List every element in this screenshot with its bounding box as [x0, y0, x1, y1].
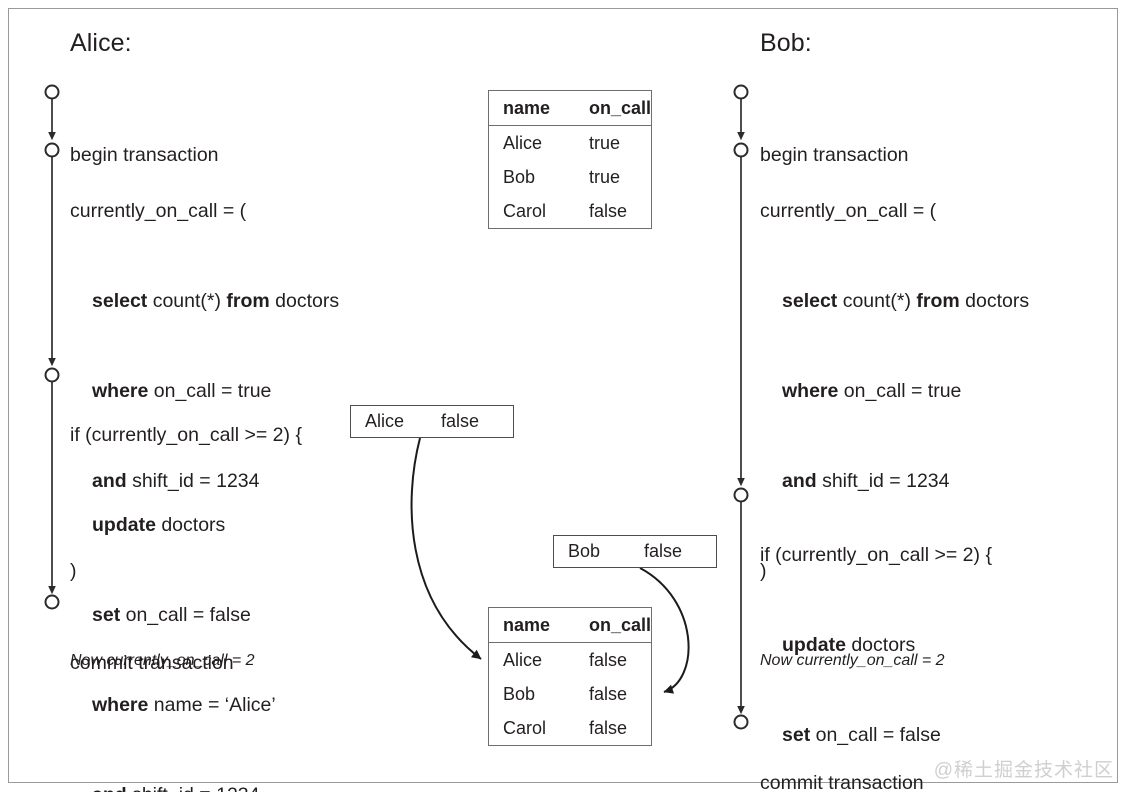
alice-begin-transaction: begin transaction [70, 144, 219, 166]
bob-write-value: false [644, 541, 683, 561]
cell-name: Carol [503, 717, 547, 738]
alice-update-l2: update doctors [92, 514, 226, 536]
bob-begin-transaction: begin transaction [760, 144, 909, 166]
alice-select-l2: select count(*) from doctors [92, 290, 340, 312]
bob-select-note: Now currently_on_call = 2 [760, 652, 945, 669]
cell-name: Bob [503, 166, 536, 187]
bob-update-l2: update doctors [782, 634, 916, 656]
alice-update-l3: set on_call = false [92, 604, 251, 626]
alice-update-l1: if (currently_on_call >= 2) { [70, 424, 302, 446]
bob-column-title: Bob: [760, 29, 812, 57]
bob-update-l3: set on_call = false [782, 724, 941, 746]
alice-select-l4: and shift_id = 1234 [92, 470, 260, 492]
table-row: Carol false [489, 711, 651, 745]
cell-name: Alice [503, 132, 543, 153]
cell-on-call: false [588, 200, 627, 221]
alice-write-row-box: Alice false [350, 405, 514, 438]
cell-on-call: false [588, 649, 627, 670]
bob-commit-transaction: commit transaction [760, 772, 924, 792]
bob-select-block: currently_on_call = ( select count(*) fr… [760, 136, 1029, 734]
table-row: Carol false [489, 194, 651, 228]
watermark: @稀土掘金技术社区 [933, 760, 1114, 781]
alice-update-l5: and shift_id = 1234 [70, 780, 302, 792]
cell-name: Alice [503, 649, 543, 670]
col-header-on-call: on_call [574, 608, 651, 643]
cell-on-call: false [588, 683, 627, 704]
col-header-name: name [489, 608, 575, 643]
cell-name: Carol [503, 200, 547, 221]
table-header-row: name on_call [489, 91, 651, 126]
alice-select-note: Now currently_on_call = 2 [70, 652, 255, 669]
cell-name: Bob [503, 683, 536, 704]
alice-update-block: if (currently_on_call >= 2) { update doc… [70, 360, 302, 792]
bob-select-l1: currently_on_call = ( [760, 200, 937, 222]
bob-select-l3: where on_call = true [782, 380, 962, 402]
alice-write-value: false [441, 411, 480, 431]
col-header-on-call: on_call [574, 91, 651, 126]
table-row: Alice false [489, 643, 651, 678]
alice-update-l4: where name = ‘Alice’ [92, 694, 276, 716]
alice-commit-transaction: commit transaction [70, 652, 234, 674]
diagram-frame [8, 8, 1118, 783]
doctors-table-after: name on_call Alice false Bob false Carol… [488, 607, 652, 746]
cell-on-call: true [588, 166, 620, 187]
table-row: Alice true [489, 126, 651, 161]
alice-select-l3: where on_call = true [92, 380, 272, 402]
doctors-table-before: name on_call Alice true Bob true Carol f… [488, 90, 652, 229]
bob-select-l4: and shift_id = 1234 [782, 470, 950, 492]
bob-write-row-box: Bob false [553, 535, 717, 568]
cell-on-call: false [588, 717, 627, 738]
bob-update-block: if (currently_on_call >= 2) { update doc… [760, 480, 992, 792]
cell-on-call: true [588, 132, 620, 153]
alice-write-name: Alice [365, 411, 405, 431]
bob-select-l2: select count(*) from doctors [782, 290, 1030, 312]
alice-column-title: Alice: [70, 29, 132, 57]
alice-select-l5: ) [70, 560, 77, 582]
bob-write-name: Bob [568, 541, 601, 561]
bob-update-l1: if (currently_on_call >= 2) { [760, 544, 992, 566]
bob-select-l5: ) [760, 560, 767, 582]
table-header-row: name on_call [489, 608, 651, 643]
alice-select-block: currently_on_call = ( select count(*) fr… [70, 136, 339, 734]
table-row: Bob false [489, 677, 651, 711]
alice-select-l1: currently_on_call = ( [70, 200, 247, 222]
table-row: Bob true [489, 160, 651, 194]
col-header-name: name [489, 91, 575, 126]
